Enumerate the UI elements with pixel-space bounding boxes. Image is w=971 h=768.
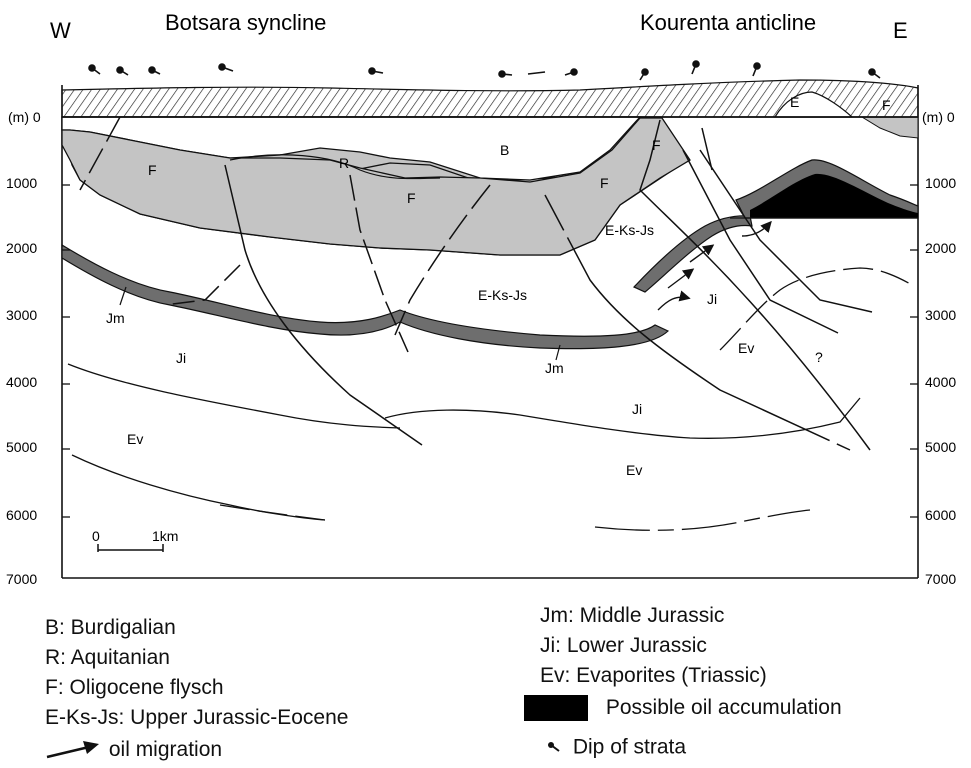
unit-label-e: E — [790, 94, 799, 110]
dip-symbol — [692, 61, 699, 74]
dip-symbol — [499, 71, 512, 77]
depth-tick: 3000 — [6, 307, 37, 323]
scale-bar-end: 1km — [152, 528, 178, 544]
dip-dash — [528, 72, 545, 74]
depth-tick: 7000 — [925, 571, 956, 587]
depth-axis-left: (m) 0 1000 2000 3000 4000 5000 6000 7000 — [6, 109, 41, 587]
depth-tick: 1000 — [6, 175, 37, 191]
depth-tick: 1000 — [925, 175, 956, 191]
legend-item-middle-jurassic: Jm: Middle Jurassic — [540, 604, 724, 628]
depth-unit-right: (m) 0 — [922, 109, 955, 125]
unit-label-f: F — [148, 162, 157, 178]
legend-dip: Dip of strata — [545, 735, 686, 759]
unit-label-b: B — [500, 142, 509, 158]
geological-cross-section: W Botsara syncline Kourenta anticline E — [0, 0, 971, 600]
legend-item-lower-jurassic: Ji: Lower Jurassic — [540, 634, 707, 658]
syncline-title: Botsara syncline — [165, 10, 326, 35]
depth-tick: 5000 — [6, 439, 37, 455]
dip-symbol — [117, 67, 128, 75]
unit-label-ev: Ev — [127, 431, 143, 447]
depth-tick: 7000 — [6, 571, 37, 587]
depth-tick: 4000 — [925, 374, 956, 390]
west-label: W — [50, 18, 71, 43]
scale-bar: 0 1km — [92, 528, 178, 552]
dip-symbol — [869, 69, 880, 78]
legend-oil-migration: oil migration — [45, 738, 222, 762]
dip-symbol — [369, 68, 383, 74]
dip-symbol — [219, 64, 233, 71]
unit-label-r: R — [339, 155, 349, 171]
unit-label-question: ? — [815, 349, 823, 365]
dip-symbols — [89, 61, 880, 80]
scale-bar-start: 0 — [92, 528, 100, 544]
depth-tick: 6000 — [6, 507, 37, 523]
legend-item-burdigalian: B: Burdigalian — [45, 616, 176, 640]
unit-label-f: F — [882, 97, 891, 113]
middle-jurassic-band — [62, 245, 668, 349]
unit-label-f: F — [407, 190, 416, 206]
legend-item-evaporites: Ev: Evaporites (Triassic) — [540, 664, 767, 688]
legend-dip-label: Dip of strata — [573, 735, 686, 758]
legend-item-flysch: F: Oligocene flysch — [45, 676, 224, 700]
unit-label-ev: Ev — [626, 462, 642, 478]
legend-item-upper-jurassic-eocene: E-Ks-Js: Upper Jurassic-Eocene — [45, 706, 348, 730]
unit-label-ji: Ji — [176, 350, 186, 366]
evaporite-top-dashed — [720, 268, 912, 350]
unit-label-jm: Jm — [106, 310, 125, 326]
anticline-title: Kourenta anticline — [640, 10, 816, 35]
unit-label-ji: Ji — [632, 401, 642, 417]
unit-label-eksjs: E-Ks-Js — [605, 222, 654, 238]
stratigraphic-boundaries — [68, 364, 860, 530]
dip-symbol — [565, 69, 577, 75]
unit-label-ji: Ji — [707, 291, 717, 307]
unit-label-jm: Jm — [545, 360, 564, 376]
dip-symbol — [640, 69, 648, 80]
depth-unit-left: (m) 0 — [8, 109, 41, 125]
unit-label-ev: Ev — [738, 340, 754, 356]
arrow-icon — [45, 739, 103, 761]
depth-tick: 4000 — [6, 374, 37, 390]
depth-tick: 2000 — [6, 240, 37, 256]
unit-label-f: F — [600, 175, 609, 191]
depth-tick: 3000 — [925, 307, 956, 323]
legend-oil-accumulation-label: Possible oil accumulation — [606, 696, 842, 719]
dip-symbol-icon — [545, 737, 567, 757]
legend-item-aquitanian: R: Aquitanian — [45, 646, 170, 670]
depth-tick: 2000 — [925, 240, 956, 256]
legend-oil-accumulation: Possible oil accumulation — [524, 695, 842, 721]
depth-tick: 5000 — [925, 439, 956, 455]
flysch-top-right — [862, 117, 918, 138]
oil-swatch — [524, 695, 588, 721]
unit-label-eksjs: E-Ks-Js — [478, 287, 527, 303]
depth-axis-right: (m) 0 1000 2000 3000 4000 5000 6000 7000 — [922, 109, 956, 587]
dip-symbol — [89, 65, 100, 74]
unit-label-f: F — [652, 137, 661, 153]
dip-symbol — [753, 63, 760, 76]
legend-oil-migration-label: oil migration — [109, 738, 222, 761]
east-label: E — [893, 18, 908, 43]
depth-tick: 6000 — [925, 507, 956, 523]
dip-symbol — [149, 67, 160, 74]
